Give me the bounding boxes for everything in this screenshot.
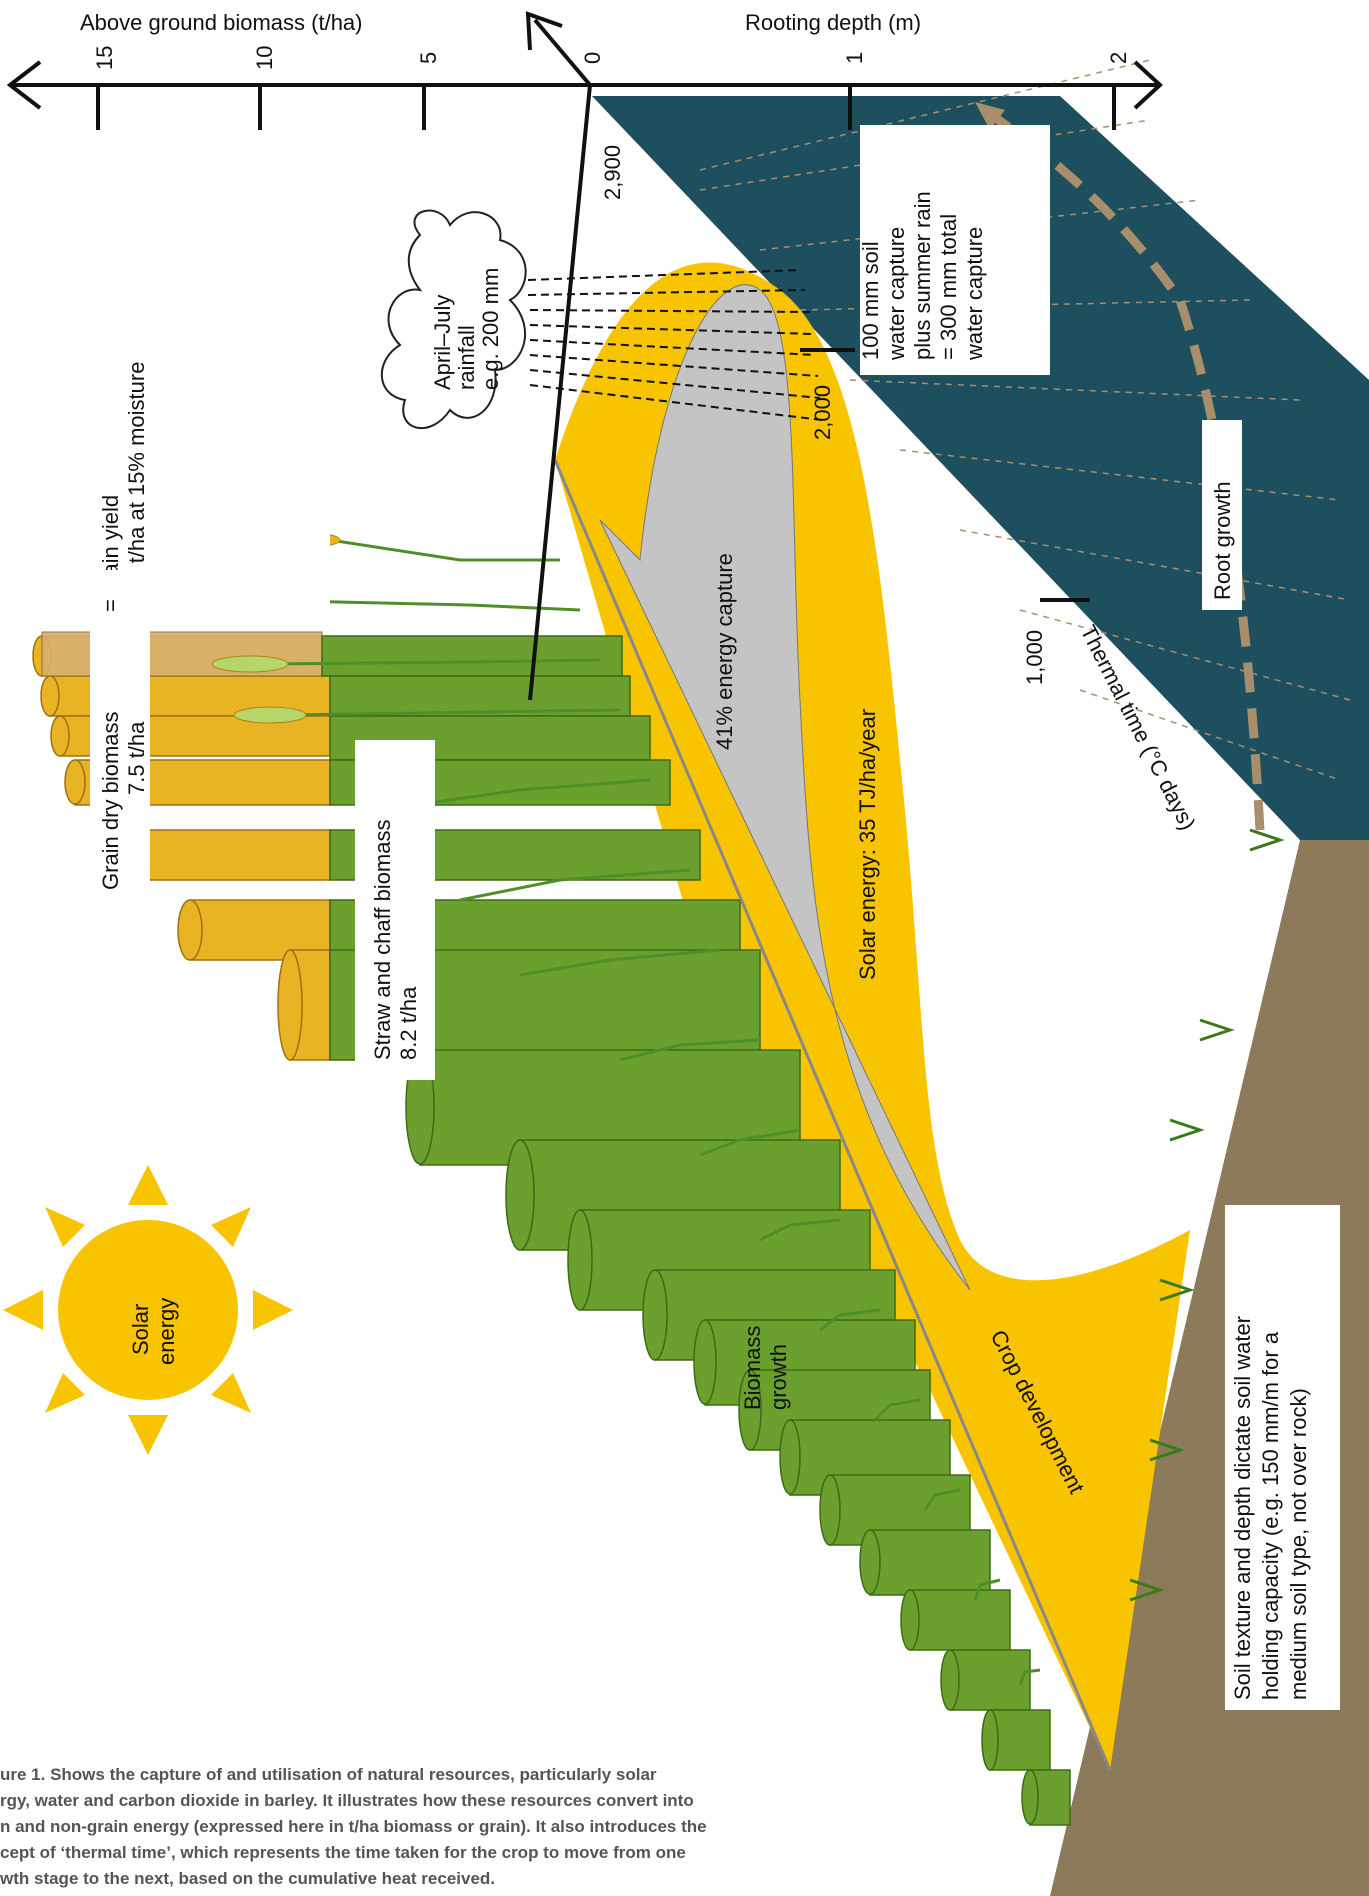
- straw-biomass-stack: [321, 635, 1071, 1826]
- soil-label: Soil texture and depth dictate soil wate…: [1230, 1310, 1311, 1700]
- soil-box: [1225, 1205, 1340, 1710]
- root-zone-region: [592, 96, 1369, 840]
- figure-caption: ure 1. Shows the capture of and utilisat…: [0, 1765, 707, 1888]
- biomass-growth-label: Biomass growth: [740, 1320, 791, 1410]
- biomass-tick-15: 15: [92, 46, 117, 70]
- rooting-tick-1: 1: [842, 52, 867, 64]
- rooting-tick-2: 2: [1106, 52, 1131, 64]
- rooting-axis-title: Rooting depth (m): [745, 10, 921, 35]
- grain-biomass-stack: [32, 635, 331, 1061]
- development-line: [553, 459, 1112, 1771]
- biomass-axis-title: Above ground biomass (t/ha): [80, 10, 363, 35]
- energy-capture-region: [599, 284, 971, 1291]
- grain-dry-box: [90, 570, 150, 900]
- grain-dry-label: Grain dry biomass 7.5 t/ha: [98, 705, 149, 890]
- sun-icon: [3, 1165, 293, 1455]
- root-growth-box: [1202, 420, 1242, 610]
- rainfall-label: April–July rainfall e.g. 200 mm: [430, 268, 503, 390]
- caption-line-3: n and non-grain energy (expressed here i…: [0, 1817, 707, 1836]
- solar-energy-label: Solar energy: 35 TJ/ha/year: [855, 709, 880, 980]
- energy-capture-label: 41% energy capture: [712, 553, 737, 750]
- water-capture-box: [860, 125, 1050, 375]
- thermal-tick-2900: 2,900: [600, 145, 625, 200]
- root-growth-label: Root growth: [1210, 481, 1235, 600]
- caption-line-2: rgy, water and carbon dioxide in barley.…: [0, 1791, 694, 1810]
- seedlings: [1129, 828, 1285, 1602]
- root-growth-arrow: [982, 106, 1265, 831]
- caption-line-5: wth stage to the next, based on the cumu…: [0, 1869, 495, 1888]
- caption-line-1: ure 1. Shows the capture of and utilisat…: [0, 1765, 657, 1784]
- root-growth-arrowhead: [975, 102, 1005, 130]
- equals-sign: =: [98, 599, 123, 612]
- biomass-tick-10: 10: [252, 46, 277, 70]
- rainfall-lines: [527, 269, 823, 421]
- sun-label: Solar energy: [128, 1298, 179, 1365]
- thermal-tick-1000: 1,000: [1022, 630, 1047, 685]
- biomass-tick-5: 5: [416, 52, 441, 64]
- axes: [6, 11, 1163, 701]
- straw-box: [355, 740, 435, 1080]
- barley-plants: [249, 538, 1041, 1686]
- caption-line-4: cept of ‘thermal time’, which represents…: [0, 1843, 686, 1862]
- axis-ticks: [96, 85, 1116, 602]
- straw-label: Straw and chaff biomass 8.2 t/ha: [370, 813, 421, 1060]
- rainfall-cloud: [380, 209, 527, 429]
- biomass-tick-0: 0: [580, 52, 605, 64]
- water-capture-label: 100 mm soil water capture plus summer ra…: [858, 185, 987, 361]
- thermal-tick-2000: 2,000: [810, 385, 835, 440]
